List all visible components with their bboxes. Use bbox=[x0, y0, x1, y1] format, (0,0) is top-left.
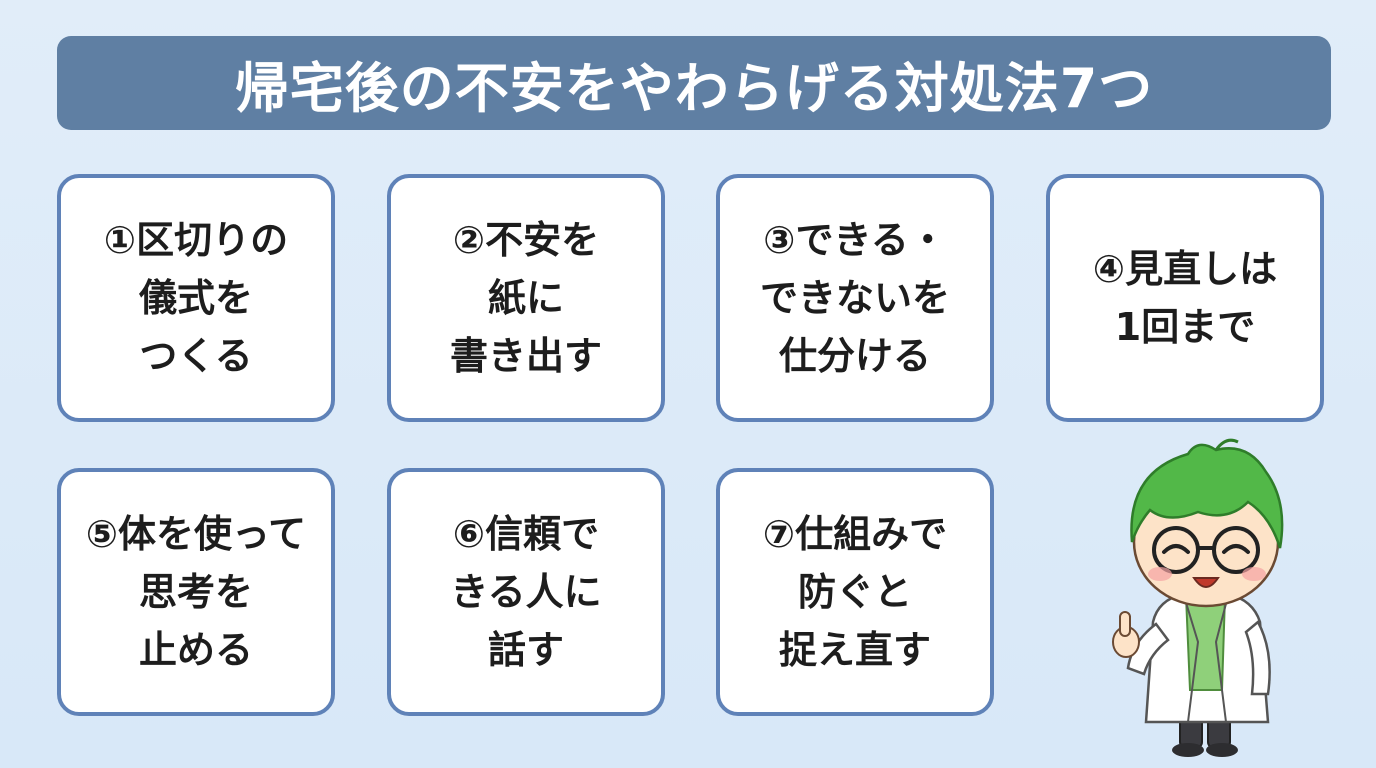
tip-card-3: ③できる・ できないを 仕分ける bbox=[716, 174, 994, 422]
title-banner: 帰宅後の不安をやわらげる対処法7つ bbox=[57, 36, 1331, 130]
tip-card-7: ⑦仕組みで 防ぐと 捉え直す bbox=[716, 468, 994, 716]
tip-card-4: ④見直しは 1回まで bbox=[1046, 174, 1324, 422]
tip-card-text: ②不安を 紙に 書き出す bbox=[449, 218, 602, 378]
tip-card-text: ①区切りの 儀式を つくる bbox=[103, 218, 289, 378]
tip-card-1: ①区切りの 儀式を つくる bbox=[57, 174, 335, 422]
tip-card-2: ②不安を 紙に 書き出す bbox=[387, 174, 665, 422]
tip-card-text: ④見直しは 1回まで bbox=[1092, 247, 1278, 349]
tip-card-text: ⑤体を使って 思考を 止める bbox=[85, 512, 307, 672]
tip-card-text: ⑥信頼で きる人に 話す bbox=[450, 512, 602, 672]
page-title: 帰宅後の不安をやわらげる対処法7つ bbox=[234, 56, 1154, 120]
scientist-mascot-icon bbox=[1112, 438, 1284, 757]
tip-card-5: ⑤体を使って 思考を 止める bbox=[57, 468, 335, 716]
tip-card-6: ⑥信頼で きる人に 話す bbox=[387, 468, 665, 716]
tip-card-text: ③できる・ できないを 仕分ける bbox=[759, 218, 950, 378]
tip-card-text: ⑦仕組みで 防ぐと 捉え直す bbox=[762, 512, 948, 672]
